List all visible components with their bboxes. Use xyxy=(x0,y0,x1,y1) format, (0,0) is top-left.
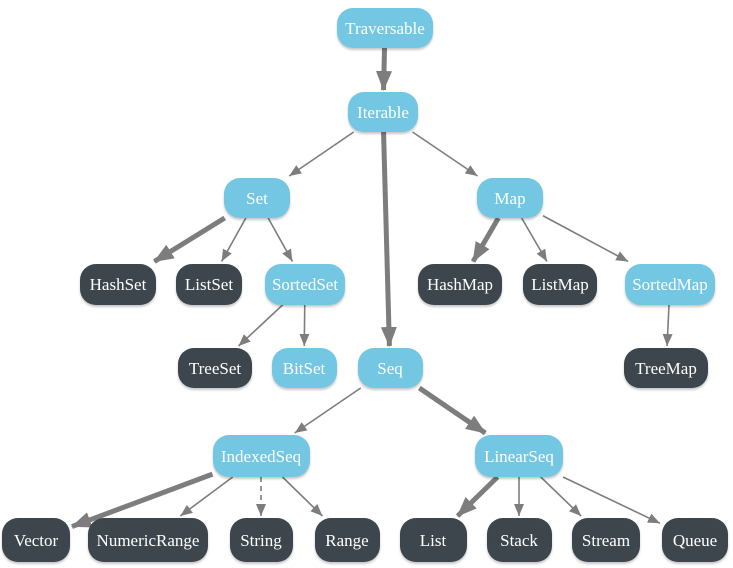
edge-indexedseq-to-numericrange xyxy=(179,476,234,517)
node-listmap: ListMap xyxy=(523,263,597,305)
node-vector: Vector xyxy=(2,518,70,562)
node-set: Set xyxy=(224,178,290,218)
edge-indexedseq-to-range xyxy=(281,476,323,517)
node-range: Range xyxy=(314,518,380,562)
node-iterable: Iterable xyxy=(348,92,418,132)
edge-iterable-to-set xyxy=(288,131,355,177)
edge-seq-to-indexedseq xyxy=(294,387,362,434)
node-seq: Seq xyxy=(357,348,423,388)
edge-sortedmap-to-treemap xyxy=(662,304,673,347)
edge-map-to-hashmap xyxy=(470,216,501,263)
node-list: List xyxy=(399,518,467,562)
node-linearseq: LinearSeq xyxy=(475,435,563,477)
node-sortedset: SortedSet xyxy=(265,263,345,305)
edge-set-to-sortedset xyxy=(267,217,294,262)
node-treeset: TreeSet xyxy=(178,348,252,388)
node-numericrange: NumericRange xyxy=(88,518,208,562)
node-sortedmap: SortedMap xyxy=(625,263,715,305)
node-bitset: BitSet xyxy=(271,348,337,388)
edge-iterable-to-map xyxy=(412,131,478,177)
node-stack: Stack xyxy=(486,518,552,562)
node-hashmap: HashMap xyxy=(418,263,502,305)
node-stream: Stream xyxy=(572,518,640,562)
edge-iterable-to-seq xyxy=(380,131,397,347)
node-map: Map xyxy=(477,178,543,218)
node-treemap: TreeMap xyxy=(624,348,708,388)
node-indexedseq: IndexedSeq xyxy=(212,435,310,477)
edge-seq-to-linearseq xyxy=(417,385,487,436)
edge-linearseq-to-list xyxy=(455,475,500,518)
edge-linearseq-to-queue xyxy=(562,476,661,525)
edge-traversable-to-iterable xyxy=(375,47,392,91)
node-hashset: HashSet xyxy=(80,263,156,305)
node-string: String xyxy=(229,518,293,562)
edge-map-to-sortedmap xyxy=(542,215,629,263)
edge-indexedseq-to-vector xyxy=(71,471,214,529)
edge-set-to-hashset xyxy=(153,215,226,264)
edge-set-to-listset xyxy=(220,217,247,262)
node-queue: Queue xyxy=(662,518,728,562)
edge-sortedset-to-treeset xyxy=(238,303,284,347)
edge-map-to-listmap xyxy=(520,217,548,262)
node-traversable: Traversable xyxy=(337,8,433,48)
edge-linearseq-to-stream xyxy=(540,476,582,517)
node-listset: ListSet xyxy=(176,263,242,305)
